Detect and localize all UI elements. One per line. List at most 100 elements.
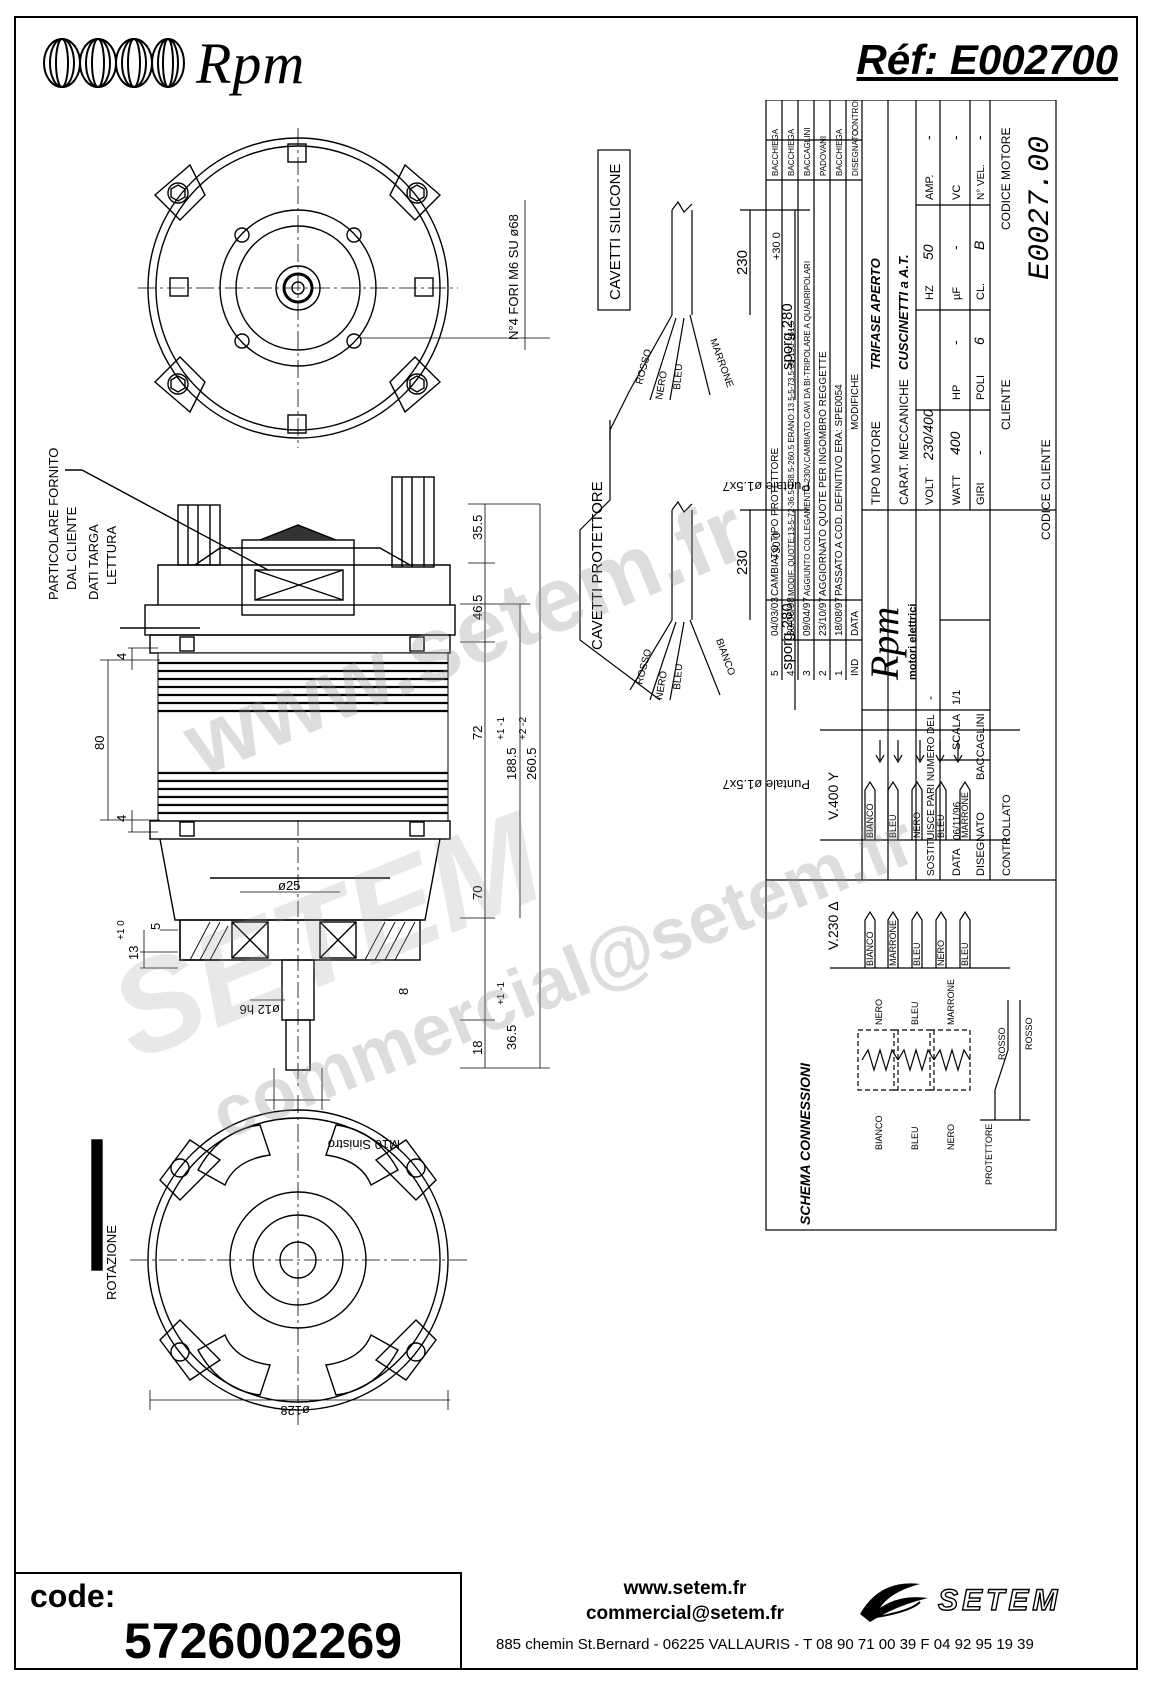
dim-80: 80 <box>92 736 107 750</box>
disegnato-value: BACCAGLINI <box>975 713 987 780</box>
hz-value: 50 <box>920 244 936 260</box>
term230-3: BLEU <box>912 942 922 966</box>
dim-13-tol: +1 0 <box>116 920 127 940</box>
uf-value: - <box>947 245 963 250</box>
thread-note: M10 Sinistro <box>328 1137 400 1152</box>
nvel-label: N° VEL. <box>976 164 987 200</box>
rotation-label: ROTAZIONE <box>104 1225 119 1300</box>
data-label: DATA <box>951 848 963 876</box>
nvel-value: - <box>971 135 987 140</box>
cl-label: CL. <box>975 283 987 300</box>
term400-1: BIANCO <box>865 803 875 838</box>
dim-35-5: 35.5 <box>470 515 485 540</box>
wire-bottom-3: BLEU <box>672 663 685 690</box>
dim-188-5: 188.5 <box>504 747 519 780</box>
top-end-view <box>138 128 550 448</box>
rev-header-by: DISEGNATO <box>851 130 860 176</box>
mech-label: CARAT. MECCANICHE <box>897 379 911 505</box>
rev-3-date: 09/04/97 <box>802 597 813 636</box>
cable-230-bottom: 230 <box>734 550 751 575</box>
puntale-top: Puntale ø1.5x7 <box>723 479 810 494</box>
motor-type-label: TIPO MOTORE <box>869 421 883 505</box>
rev-2-text: AGGIORNATO QUOTE PER INGOMBRO REGGETTE <box>818 351 829 596</box>
puntale-bottom: Puntale ø1.5x7 <box>723 777 810 792</box>
poli-label: POLI <box>975 375 987 400</box>
giri-value: - <box>971 450 987 455</box>
hp-value: - <box>947 340 963 345</box>
coil-icon <box>43 38 185 88</box>
cable-silicone-label: CAVETTI SILICONE <box>607 164 624 300</box>
term230-4: NERO <box>936 940 946 966</box>
rev-5-date: 04/03/03 <box>770 597 781 636</box>
code-label: code: <box>30 1578 116 1614</box>
code-value: 5726002269 <box>124 1613 403 1669</box>
code-box <box>14 1572 462 1670</box>
winding-bottom-1: BIANCO <box>874 1115 884 1150</box>
uf-label: µF <box>951 287 963 300</box>
drawing-frame <box>14 16 1138 1670</box>
schema-v400: V.400 Y <box>825 771 841 820</box>
wire-top-4: MARRONE <box>707 337 735 389</box>
poli-value: 6 <box>971 337 987 345</box>
wire-top-2: NERO <box>654 370 670 401</box>
dim-phi128: ø128 <box>280 1403 310 1418</box>
hp-label: HP <box>951 385 963 400</box>
dim-188-5-tol: +1 -1 <box>496 716 507 740</box>
website-link[interactable]: www.setem.fr <box>623 1578 747 1599</box>
rev-header-date: DATA <box>850 610 861 636</box>
sost-label: SOSTITUISCE PARI NUMERO DEL <box>926 714 937 876</box>
customer-part-line1: PARTICOLARE FORNITO <box>46 448 61 600</box>
company-name: Rpm <box>862 607 907 681</box>
term230-5: BLEU <box>960 942 970 966</box>
rev-header-n: IND <box>850 659 861 676</box>
rev-2-date: 23/10/97 <box>818 597 829 636</box>
cable-tol-bottom: +30 0 <box>771 532 783 560</box>
dim-4a: 4 <box>114 653 129 660</box>
volt-label: VOLT <box>924 477 936 505</box>
wire-bottom-2: NERO <box>654 670 670 701</box>
dim-18: 18 <box>470 1041 485 1055</box>
hz-label: HZ <box>924 285 936 300</box>
contact-block: www.setem.fr commercial@setem.fr <box>470 1576 900 1626</box>
rosso-1: ROSSO <box>997 1027 1007 1060</box>
setem-swirl-icon: SETEM <box>860 1583 1058 1622</box>
cable-sporg-bottom: sporg.280 <box>779 603 796 670</box>
dim-260-5: 260.5 <box>524 747 539 780</box>
rev-3-n: 3 <box>802 670 813 676</box>
codice-motore: E0027.00 <box>1024 136 1058 280</box>
controllato-label: CONTROLLATO <box>1001 794 1013 876</box>
dim-13: 13 <box>126 946 141 960</box>
disegnato-label: DISEGNATO <box>975 812 987 876</box>
rev-4-n: 4 <box>786 670 797 676</box>
reference-number: Réf: E002700 <box>856 36 1119 83</box>
giri-label: GIRI <box>975 482 987 505</box>
vc-label: VC <box>951 185 963 200</box>
customer-part-line2: DAL CLIENTE <box>64 506 79 590</box>
dim-phi12: ø12 h6 <box>240 1002 280 1017</box>
motor-type: TRIFASE APERTO <box>868 258 883 370</box>
dim-36-5-tol: +1 -1 <box>496 981 507 1005</box>
rev-2-n: 2 <box>818 670 829 676</box>
term230-2: MARRONE <box>888 920 898 966</box>
schema-title: SCHEMA CONNESSIONI <box>797 1062 813 1225</box>
rev-1-date: 18/08/97 <box>834 597 845 636</box>
rev-header-text: MODIFICHE <box>850 374 861 430</box>
email-link[interactable]: commercial@setem.fr <box>585 1603 785 1624</box>
dim-46-5: 46.5 <box>470 595 485 620</box>
rev-header-check: CONTROLLATO <box>851 100 860 136</box>
cliente-label: CLIENTE <box>999 379 1013 430</box>
mech-value: CUSCINETTI a A.T. <box>896 254 911 370</box>
dim-5: 5 <box>148 923 163 930</box>
schema-v230: V.230 Δ <box>825 901 841 950</box>
term400-3: NERO <box>912 812 922 838</box>
winding-top-1: NERO <box>874 999 884 1025</box>
rev-4-date: 30/06/98 <box>786 597 797 636</box>
rev-5-by: BACCHIEGA <box>771 128 780 176</box>
rev-1-text: PASSATO A COD. DEFINITIVO ERA: SPE0054 <box>834 384 845 596</box>
amp-value: - <box>920 135 936 140</box>
bottom-end-view <box>130 1095 470 1425</box>
rev-3-by: BACCAGLINI <box>803 128 812 176</box>
wire-bottom-4: BIANCO <box>713 637 737 677</box>
rev-1-n: 1 <box>834 670 845 676</box>
setem-logo: SETEM <box>850 1574 1120 1635</box>
